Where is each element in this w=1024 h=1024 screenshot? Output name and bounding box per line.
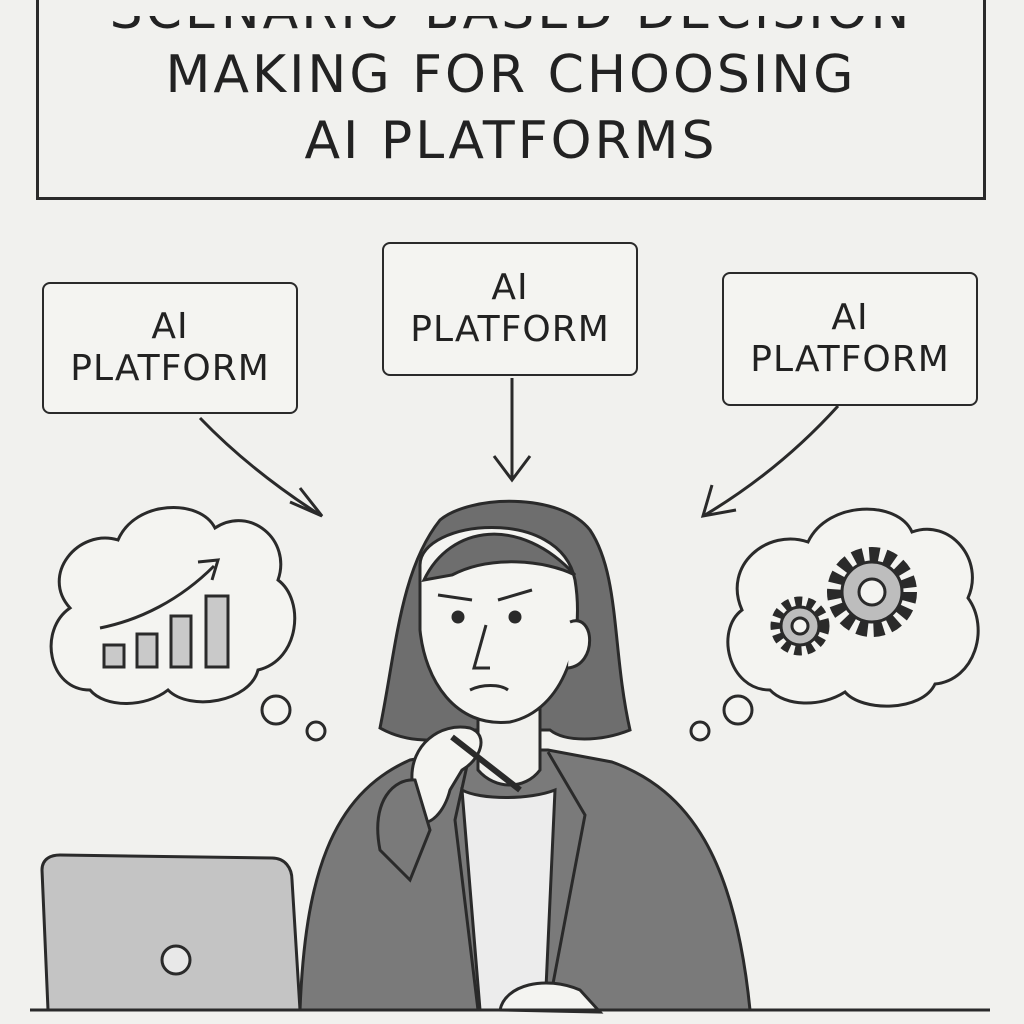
title-line-1: Scenario-Based Decision bbox=[110, 16, 913, 42]
thought-bubble-right bbox=[689, 507, 980, 742]
platform-box-right: AI PLATFORM bbox=[722, 272, 978, 406]
arrow-center bbox=[492, 378, 532, 483]
title-box: Scenario-Based Decision Making for Choos… bbox=[36, 0, 986, 200]
platform-box-center: AI PLATFORM bbox=[382, 242, 638, 376]
platform-label-bottom: PLATFORM bbox=[410, 309, 610, 350]
laptop bbox=[40, 853, 302, 1012]
platform-label-top: AI bbox=[491, 267, 529, 308]
arrow-right bbox=[700, 404, 840, 518]
thought-bubble-left bbox=[49, 506, 327, 742]
platform-label-top: AI bbox=[831, 297, 869, 338]
title-line-3: AI Platforms bbox=[304, 111, 718, 171]
platform-box-left: AI PLATFORM bbox=[42, 282, 298, 414]
title-line-2: Making for Choosing bbox=[165, 45, 857, 105]
bar-chart-growth-icon bbox=[99, 558, 230, 669]
platform-label-bottom: PLATFORM bbox=[750, 339, 950, 380]
gears-icon bbox=[770, 547, 917, 656]
platform-label-bottom: PLATFORM bbox=[70, 348, 270, 389]
arrow-left bbox=[198, 416, 324, 518]
laptop-logo bbox=[160, 944, 192, 976]
thinking-woman bbox=[298, 499, 752, 1014]
platform-label-top: AI bbox=[151, 306, 189, 347]
